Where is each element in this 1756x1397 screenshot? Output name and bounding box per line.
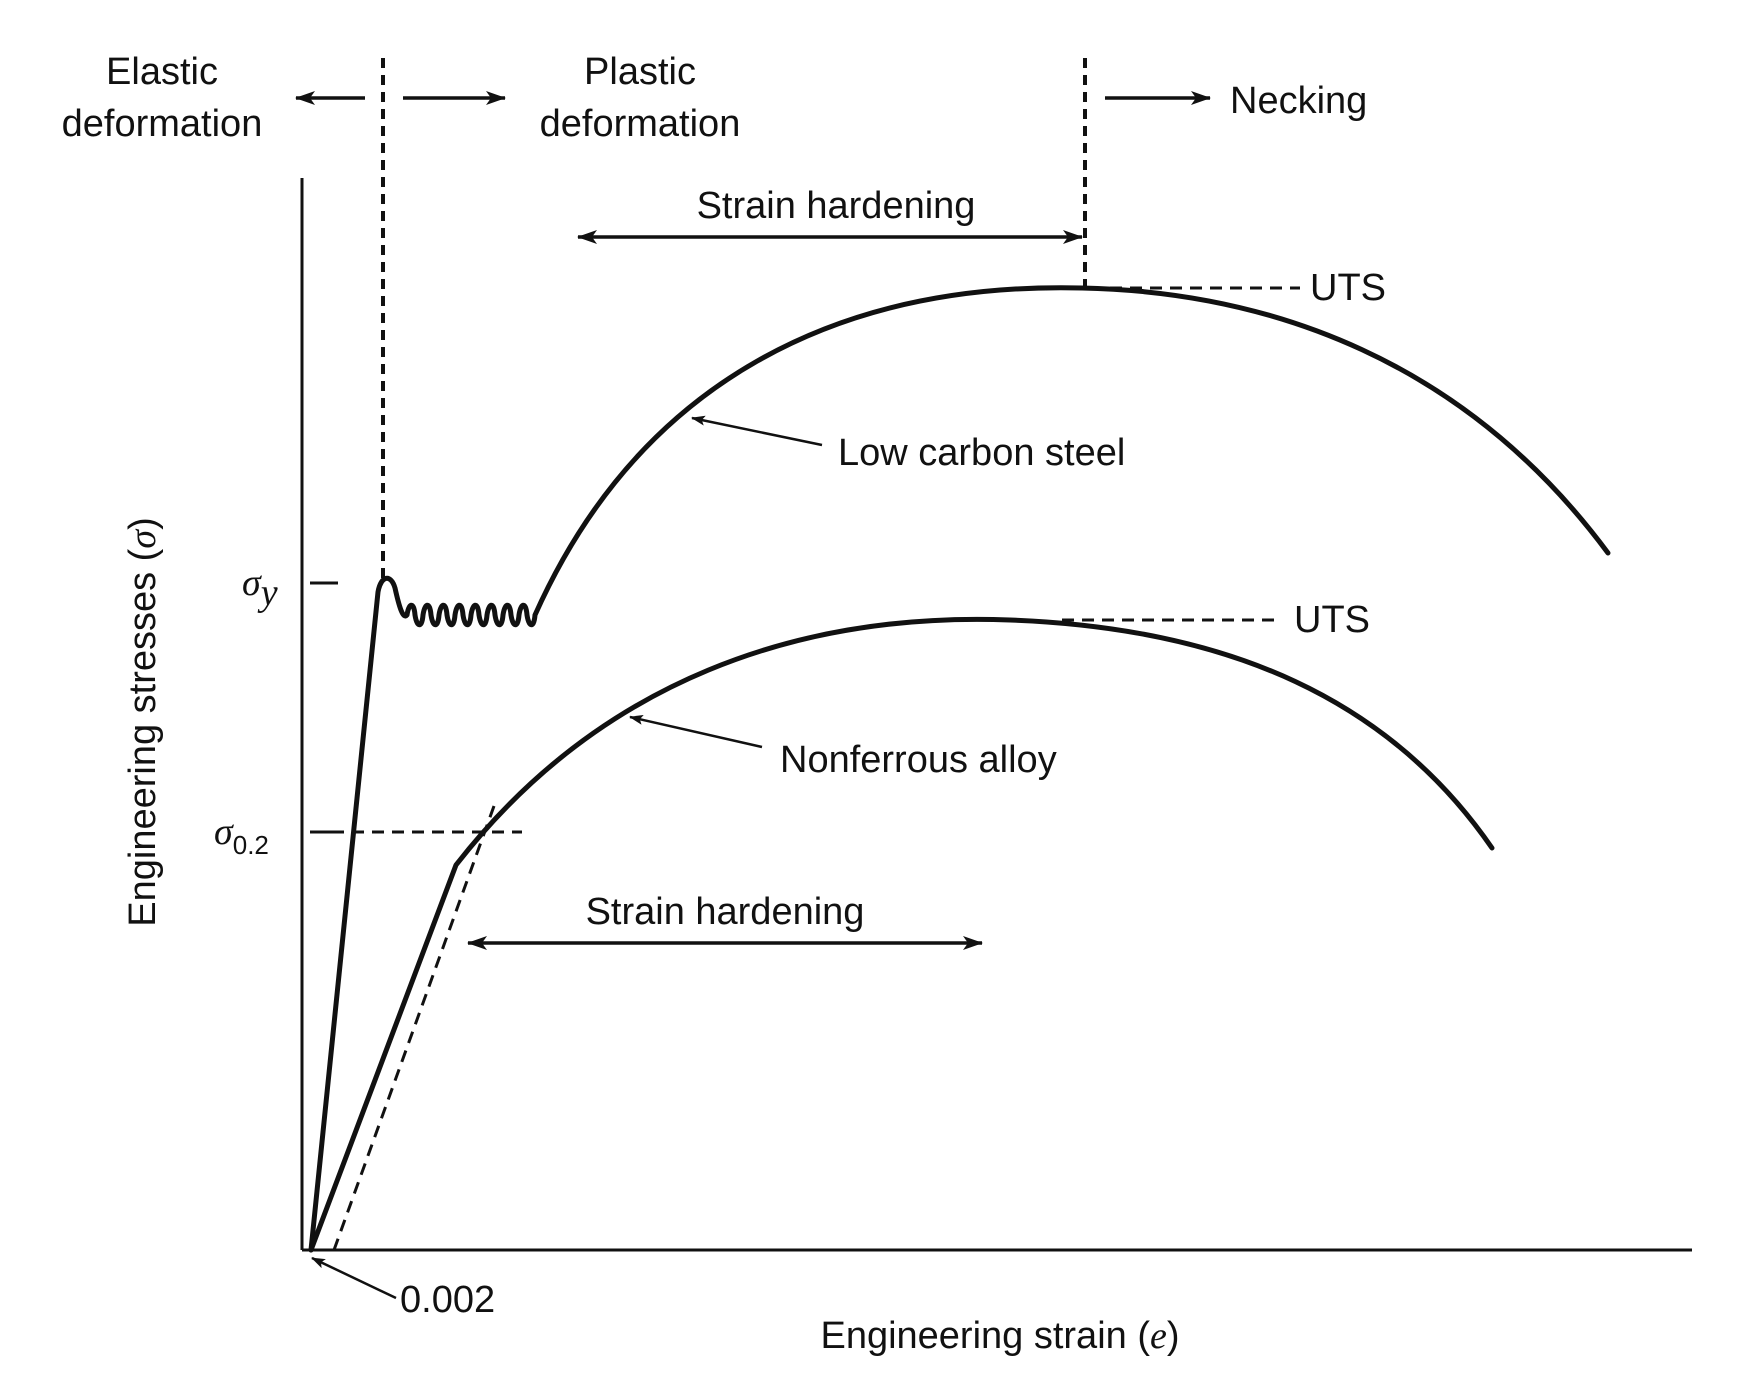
offset-line	[332, 805, 496, 1251]
x-axis-title: Engineering strain (e)	[820, 1315, 1179, 1357]
y-axis-title: Engineering stresses (σ)	[122, 517, 164, 926]
necking-label: Necking	[1230, 80, 1367, 122]
strain-hardening-top-label: Strain hardening	[697, 185, 976, 227]
low-carbon-steel-curve	[308, 285, 1611, 1253]
uts-bottom-label: UTS	[1294, 599, 1370, 641]
offset-strain-label: 0.002	[400, 1279, 495, 1321]
nonferrous-alloy-curve	[308, 616, 1495, 1253]
elastic-label-line2: deformation	[62, 103, 263, 145]
nonferrous-alloy-pointer	[629, 715, 763, 749]
plastic-label-line2: deformation	[540, 103, 741, 145]
elastic-label-line1: Elastic	[106, 51, 218, 93]
nonferrous-alloy-label: Nonferrous alloy	[780, 739, 1057, 781]
strain-hardening-bottom-label: Strain hardening	[586, 891, 865, 933]
sigma-y-symbol: σy	[242, 562, 278, 614]
low-carbon-steel-pointer	[691, 415, 823, 447]
uts-top-label: UTS	[1310, 267, 1386, 309]
sigma-02-symbol: σ0.2	[214, 811, 269, 860]
plastic-label-line1: Plastic	[584, 51, 696, 93]
low-carbon-steel-label: Low carbon steel	[838, 432, 1125, 474]
offset-pointer	[311, 1256, 397, 1300]
